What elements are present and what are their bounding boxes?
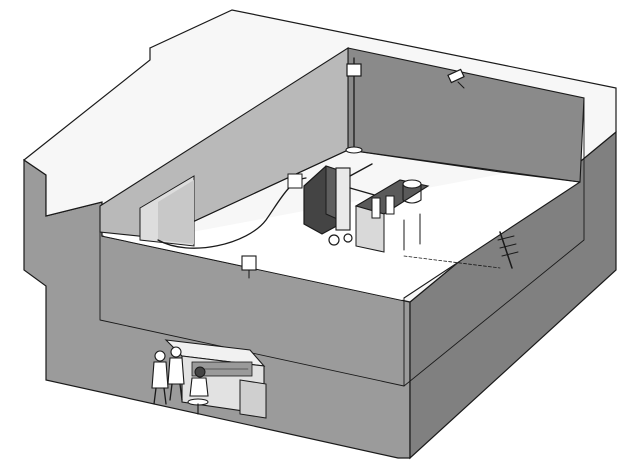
operator-figure-2 — [167, 346, 185, 401]
floor-outline — [157, 149, 581, 299]
vessel — [402, 179, 422, 189]
periscope-mount-icon — [499, 231, 513, 269]
wall-camera — [447, 68, 465, 89]
floor-device — [241, 255, 257, 279]
operator-figure-icon — [151, 350, 169, 405]
workbench — [354, 179, 430, 253]
inner-cavity — [99, 46, 585, 387]
right-inner-edge — [403, 97, 585, 387]
overhead-lamp — [345, 57, 363, 154]
periscope-mount — [403, 231, 519, 269]
robotic-manipulator — [157, 163, 379, 249]
operators — [151, 346, 209, 415]
cell-floor — [104, 172, 580, 300]
operator-figure-seated — [187, 366, 209, 415]
overhead-lamp-icon — [346, 63, 362, 77]
partition-panel-shadow — [158, 180, 194, 244]
wall-camera-icon — [447, 68, 465, 84]
machine-column — [335, 167, 351, 231]
